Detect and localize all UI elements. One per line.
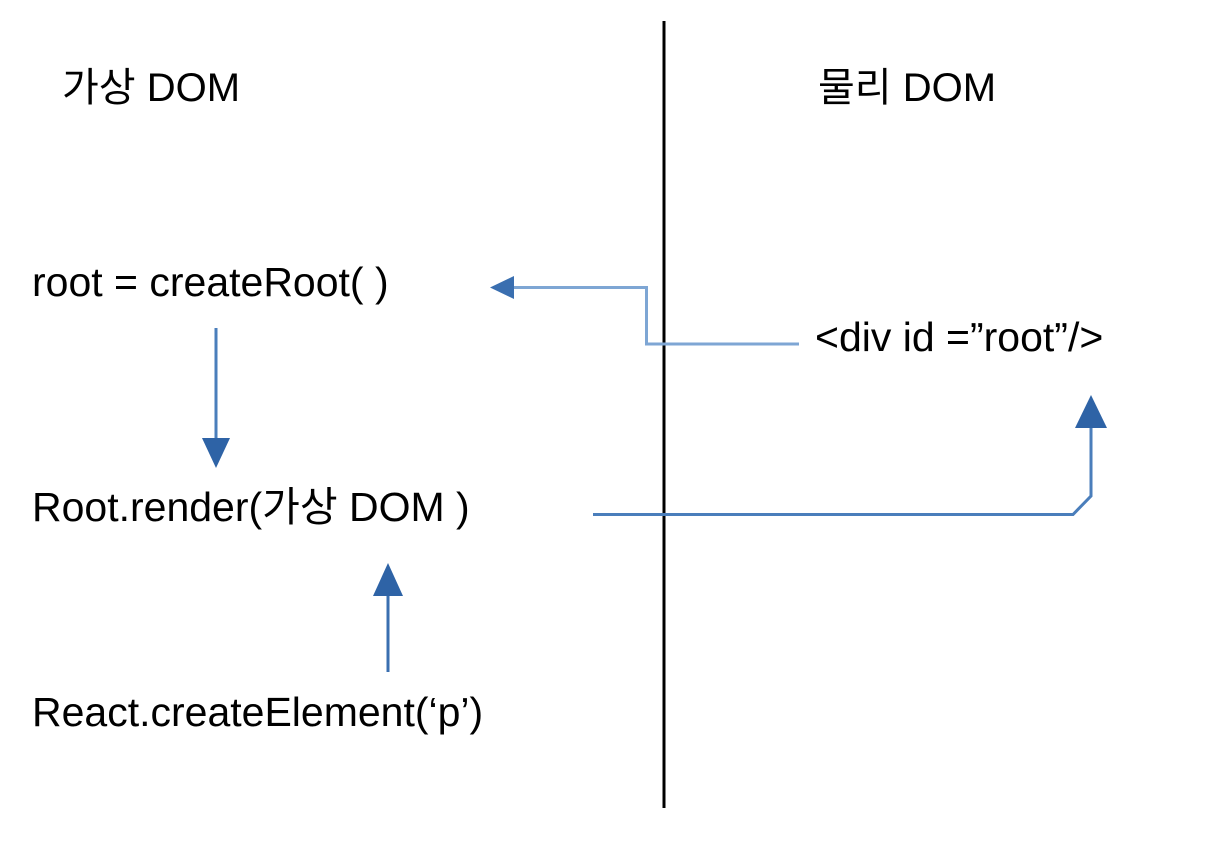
- code-line-create-element: React.createElement(‘p’): [32, 689, 484, 735]
- code-line-create-root: root = createRoot( ): [32, 259, 389, 305]
- code-line-root-render: Root.render(가상 DOM ): [32, 484, 470, 530]
- render-to-dom-arrow: [593, 395, 1107, 516]
- code-line-div-root: <div id =”root”/>: [815, 314, 1104, 360]
- createelement-to-render-arrow: [373, 563, 403, 672]
- virtual-dom-title: 가상 DOM: [62, 66, 241, 110]
- dom-to-createroot-arrow: [490, 276, 799, 346]
- physical-dom-title: 물리 DOM: [818, 66, 997, 110]
- createroot-to-render-arrow: [202, 328, 230, 468]
